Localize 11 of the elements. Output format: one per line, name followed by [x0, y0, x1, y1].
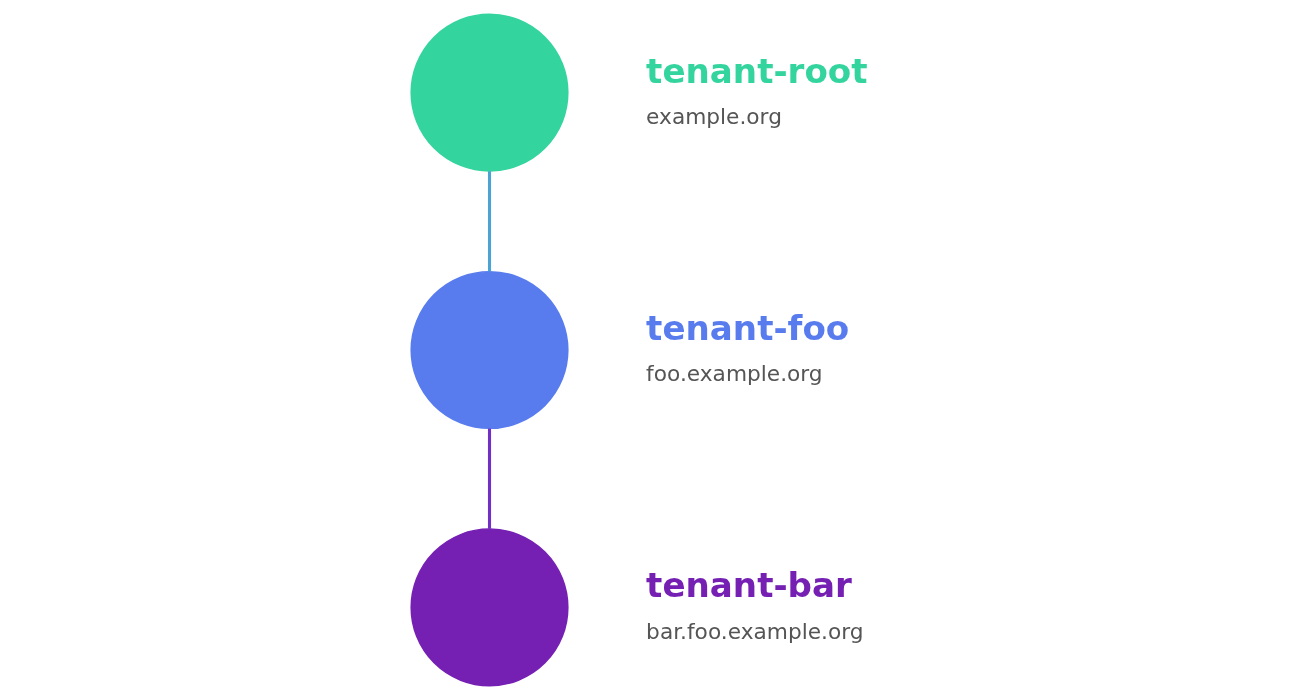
- node-label: tenant-bar: [646, 565, 852, 606]
- node-label: example.org: [646, 103, 782, 129]
- node-label: tenant-root: [646, 50, 868, 91]
- node-label: bar.foo.example.org: [646, 618, 864, 644]
- node-label: foo.example.org: [646, 361, 823, 387]
- node-label: tenant-foo: [646, 308, 850, 349]
- node-circle: [410, 13, 569, 172]
- node-circle: [410, 270, 569, 430]
- connector: [487, 171, 492, 272]
- connector: [487, 428, 492, 529]
- node-circle: [410, 528, 569, 687]
